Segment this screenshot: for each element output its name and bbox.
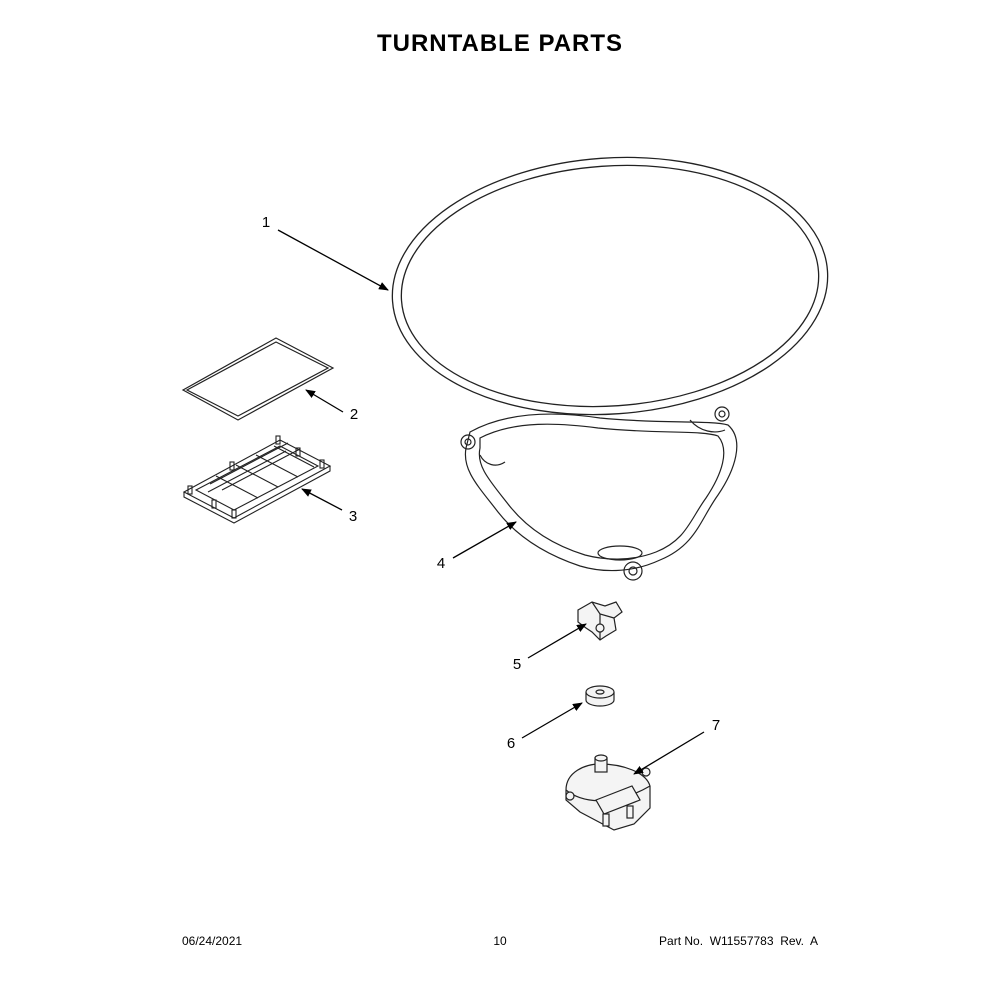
leader-arrow-3: [301, 488, 343, 511]
callout-5: 5: [512, 656, 522, 673]
leader-arrow-1: [277, 229, 389, 291]
callout-7: 7: [711, 717, 721, 734]
leader-arrow-6: [521, 702, 583, 739]
callout-2: 2: [349, 406, 359, 423]
footer-date: 06/24/2021: [182, 934, 243, 948]
turntable-motor: [565, 754, 651, 831]
coupler: [577, 601, 623, 641]
callout-4: 4: [436, 555, 446, 572]
leader-arrow-5: [527, 623, 587, 659]
leader-arrows: [277, 229, 705, 775]
callout-1: 1: [261, 214, 271, 231]
footer-page-number: 10: [493, 934, 507, 948]
callout-3: 3: [348, 508, 358, 525]
leader-arrow-7: [633, 731, 705, 775]
roller-ring: [460, 406, 738, 581]
page-title: TURNTABLE PARTS: [376, 30, 624, 57]
washer: [585, 685, 615, 707]
grid-tray: [182, 435, 332, 524]
leader-arrow-4: [452, 521, 517, 559]
flat-rack: [181, 337, 335, 421]
turntable-tray: [391, 156, 829, 416]
callout-6: 6: [506, 735, 516, 752]
leader-arrow-2: [305, 389, 344, 413]
footer-part-number: Part No. W11557783 Rev. A: [659, 934, 818, 948]
